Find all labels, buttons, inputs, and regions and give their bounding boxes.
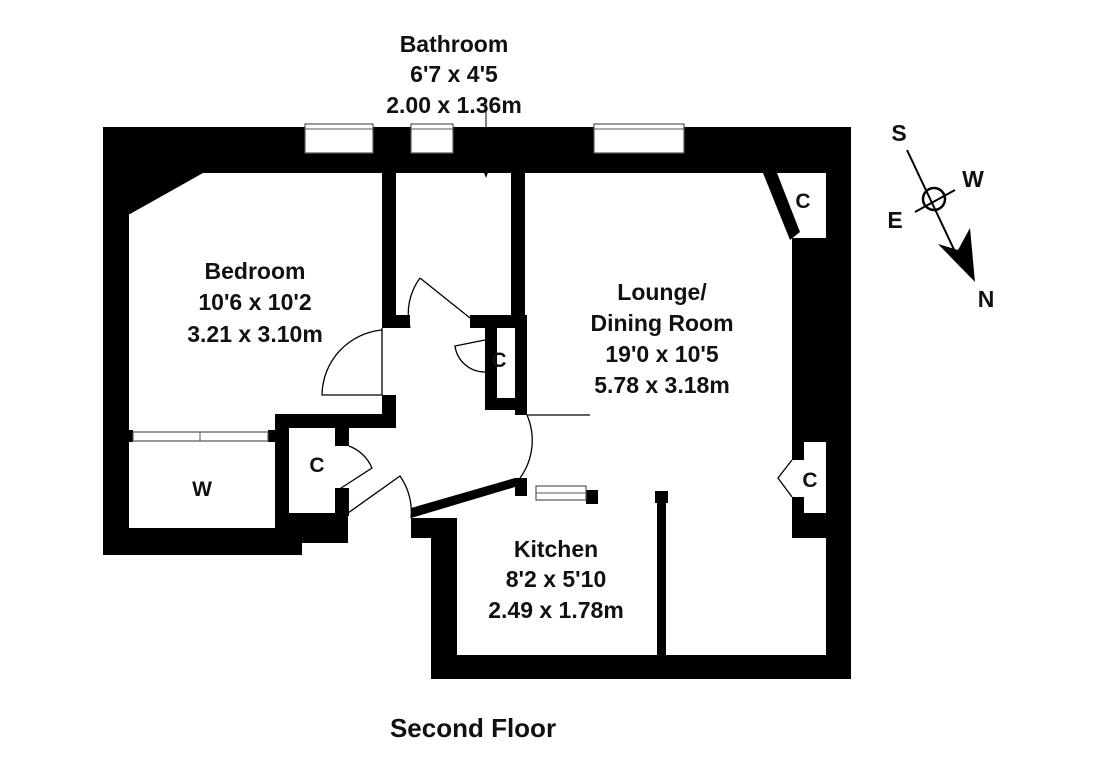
kitchen-imperial: 8'2 x 5'10 <box>506 566 606 592</box>
lounge-name-line2: Dining Room <box>590 310 733 336</box>
lounge-imperial: 19'0 x 10'5 <box>605 341 718 367</box>
compass-rose-icon <box>921 186 947 212</box>
bathroom-imperial: 6'7 x 4'5 <box>410 61 498 87</box>
hall-cupboard-label: C <box>491 349 506 372</box>
floor-label: Second Floor <box>390 713 556 743</box>
bedroom-window <box>304 123 374 154</box>
bathroom-window <box>410 123 454 154</box>
bedroom-imperial: 10'6 x 10'2 <box>198 289 311 315</box>
bedroom-metric: 3.21 x 3.10m <box>187 321 323 347</box>
lounge-top-cupboard-label: C <box>795 190 810 213</box>
wardrobe-label: W <box>192 478 212 501</box>
compass: S W E N <box>887 120 994 312</box>
compass-e: E <box>887 207 902 233</box>
lounge-name-line1: Lounge/ <box>617 279 707 305</box>
lounge-side-cupboard-label: C <box>802 469 817 492</box>
compass-n: N <box>978 286 995 312</box>
walls <box>103 127 851 679</box>
entry-cupboard-label: C <box>309 454 324 477</box>
kitchen-metric: 2.49 x 1.78m <box>488 597 624 623</box>
lounge-metric: 5.78 x 3.18m <box>594 372 730 398</box>
bathroom-name: Bathroom <box>400 31 509 57</box>
lounge-window <box>593 123 685 154</box>
bathroom-metric: 2.00 x 1.36m <box>386 92 522 118</box>
kitchen-label: Kitchen 8'2 x 5'10 2.49 x 1.78m <box>488 536 624 623</box>
windows <box>132 123 685 501</box>
kitchen-name: Kitchen <box>514 536 598 562</box>
lounge-label: Lounge/ Dining Room 19'0 x 10'5 5.78 x 3… <box>590 279 733 398</box>
north-arrow-icon <box>938 228 975 282</box>
compass-w: W <box>962 166 984 192</box>
compass-s: S <box>891 120 906 146</box>
doors <box>321 100 796 519</box>
bathroom-label: Bathroom 6'7 x 4'5 2.00 x 1.36m <box>386 31 522 118</box>
bedroom-name: Bedroom <box>205 258 306 284</box>
bedroom-label: Bedroom 10'6 x 10'2 3.21 x 3.10m <box>187 258 323 347</box>
